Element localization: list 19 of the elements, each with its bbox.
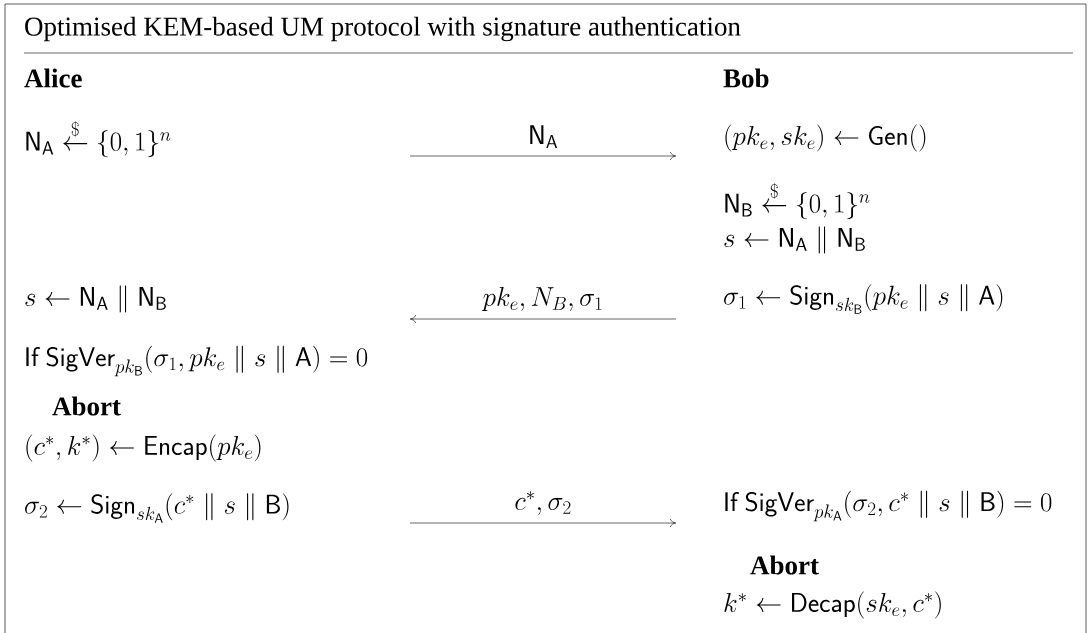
abort-text: Abort xyxy=(52,396,121,416)
message-label: $\mathsf{N_A}$ xyxy=(530,125,558,148)
protocol-step: $\mathsf{N_A} \overset{\$}{\leftarrow} \{0,1\}^n$ xyxy=(26,121,171,158)
protocol-step: $\sigma_1 \leftarrow \mathsf{Sign}_{sk_{\mathsf{B}}}(pk_e \parallel s \parallel \mathsf{A})$ xyxy=(724,284,1003,314)
message-label: $c^*, \sigma_2$ xyxy=(515,491,571,515)
abort-text: Abort xyxy=(750,555,819,575)
protocol-step: $(c^*, k^*) \leftarrow \mathsf{Encap}(pk_e)$ xyxy=(26,434,261,462)
protocol-step: $\mathsf{If}\ \mathsf{SigVer}_{pk_{\mathsf{B}}}(\sigma_1, pk_e \parallel s \parallel \mathsf{A}) = 0$ xyxy=(26,345,368,377)
party-name: Alice xyxy=(24,68,82,88)
message-label: $pk_e, N_B, \sigma_1$ xyxy=(481,287,602,311)
title: Optimised KEM-based UM protocol with signature authentication xyxy=(25,16,741,42)
protocol-step: $(pk_e, sk_e) \leftarrow \mathsf{Gen}()$ xyxy=(725,124,926,152)
protocol-step: $\mathsf{If}\ \mathsf{SigVer}_{pk_{\mathsf{A}}}(\sigma_2, c^* \parallel s \parallel \mathsf{B}) = 0$ xyxy=(725,490,1052,522)
party-name: Bob xyxy=(723,68,769,88)
protocol-step: $\sigma_2 \leftarrow \mathsf{Sign}_{sk_{\mathsf{A}}}(c^* \parallel s \parallel \mathsf{B})$ xyxy=(25,493,289,523)
protocol-step: $s \leftarrow \mathsf{N_A} \parallel \mathsf{N_B}$ xyxy=(25,285,166,313)
protocol-step: $s \leftarrow \mathsf{N_A} \parallel \mathsf{N_B}$ xyxy=(724,226,865,254)
protocol-step: $\mathsf{N_B} \overset{\$}{\leftarrow} \{0,1\}^n$ xyxy=(725,183,870,220)
protocol-step: $k^* \leftarrow \mathsf{Decap}(sk_e, c^*)$ xyxy=(724,591,941,619)
